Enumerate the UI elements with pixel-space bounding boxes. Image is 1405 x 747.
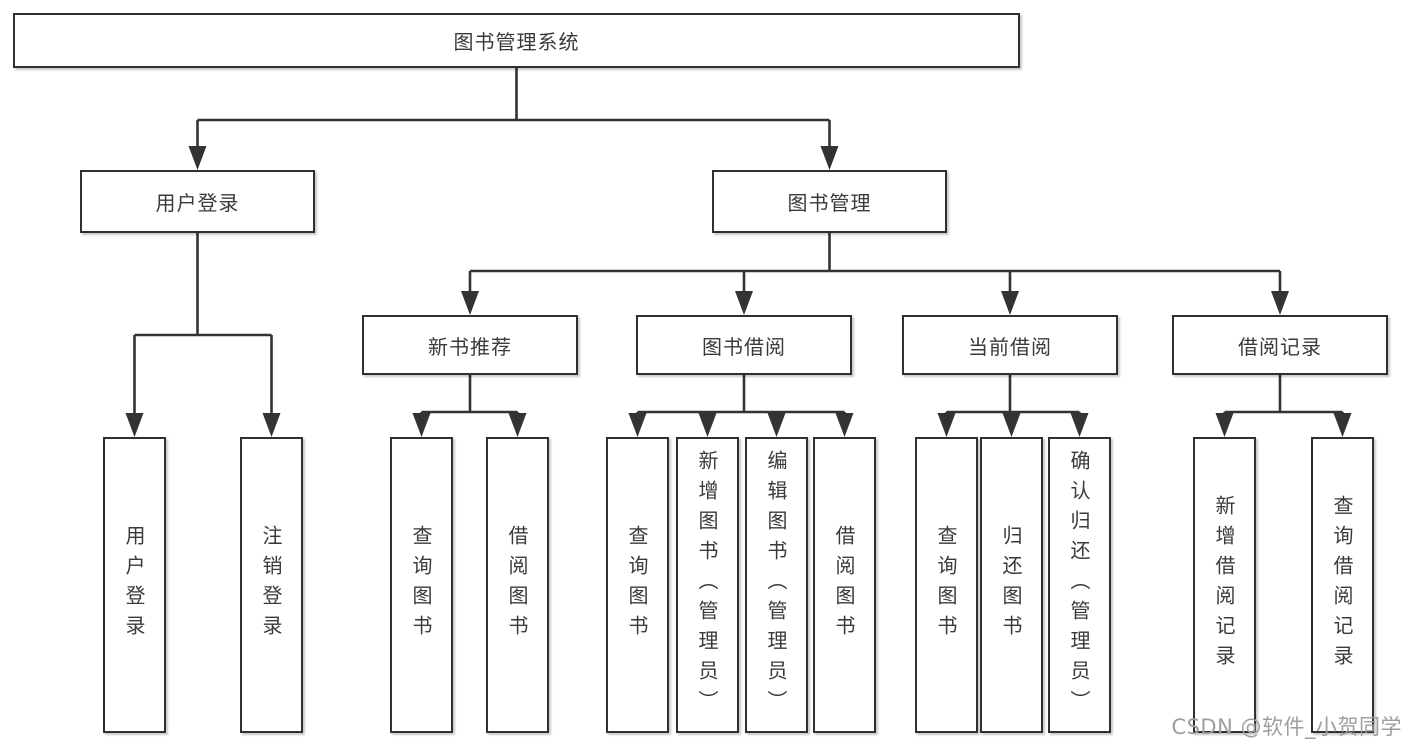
arrow-down-icon: [820, 146, 839, 170]
leaf-query-books-1: 查询图书: [390, 437, 453, 733]
arrow-down-icon: [767, 413, 786, 437]
leaf-add-book-admin: 新增图书（管理员）: [676, 437, 739, 733]
leaf-label: 新增借阅记录: [1212, 495, 1236, 675]
leaf-query-books-2: 查询图书: [606, 437, 669, 733]
arrow-down-icon: [1001, 291, 1019, 315]
leaf-query-borrow-record: 查询借阅记录: [1311, 437, 1374, 733]
arrow-down-icon: [508, 413, 527, 437]
leaf-label: 借阅图书: [832, 525, 856, 645]
leaf-borrow-books-2: 借阅图书: [813, 437, 876, 733]
connector-root-to-level2: [196, 68, 831, 150]
arrow-down-icon: [1215, 413, 1234, 437]
connector-newbook-to-leaves: [420, 375, 519, 420]
leaf-add-borrow-record: 新增借阅记录: [1193, 437, 1256, 733]
node-new-book-recommendation: 新书推荐: [362, 315, 578, 375]
arrow-down-icon: [1002, 413, 1021, 437]
connector-bookmgmt-to-level3: [468, 233, 1282, 295]
node-label: 图书管理系统: [453, 30, 580, 54]
leaf-borrow-books-1: 借阅图书: [486, 437, 549, 733]
arrow-down-icon: [1333, 413, 1352, 437]
node-label: 借阅记录: [1238, 334, 1322, 359]
arrow-down-icon: [1271, 291, 1289, 315]
connector-userlogin-to-leaves: [133, 233, 273, 419]
leaf-label: 查询图书: [934, 525, 958, 645]
node-label: 图书借阅: [702, 334, 786, 359]
connector-lines: [133, 68, 1344, 420]
node-library-management-system: 图书管理系统: [13, 13, 1020, 68]
arrow-down-icon: [628, 413, 647, 437]
arrowheads: [125, 146, 1352, 437]
leaf-label: 注销登录: [259, 525, 283, 645]
node-borrowing-records: 借阅记录: [1172, 315, 1388, 375]
leaf-logout: 注销登录: [240, 437, 303, 733]
node-label: 用户登录: [155, 191, 240, 215]
arrow-down-icon: [937, 413, 956, 437]
leaf-label: 归还图书: [999, 525, 1023, 645]
leaf-label: 查询图书: [409, 525, 433, 645]
leaf-edit-book-admin: 编辑图书（管理员）: [745, 437, 808, 733]
leaf-label: 新增图书（管理员）: [695, 450, 719, 720]
arrow-down-icon: [1070, 413, 1089, 437]
node-book-borrowing: 图书借阅: [636, 315, 852, 375]
leaf-label: 借阅图书: [505, 525, 529, 645]
arrow-down-icon: [262, 413, 281, 437]
node-current-borrowing: 当前借阅: [902, 315, 1118, 375]
arrow-down-icon: [412, 413, 431, 437]
leaf-confirm-return-admin: 确认归还（管理员）: [1048, 437, 1111, 733]
node-book-management: 图书管理: [712, 170, 947, 233]
watermark: CSDN @软件_小贺同学: [1171, 715, 1402, 739]
leaf-label: 查询借阅记录: [1330, 495, 1354, 675]
node-label: 当前借阅: [968, 334, 1052, 359]
leaf-label: 用户登录: [122, 525, 146, 645]
leaf-user-login: 用户登录: [103, 437, 166, 733]
node-user-login: 用户登录: [80, 170, 315, 233]
arrow-down-icon: [461, 291, 479, 315]
arrow-down-icon: [835, 413, 854, 437]
leaf-return-book: 归还图书: [980, 437, 1043, 733]
leaf-label: 确认归还（管理员）: [1067, 450, 1091, 720]
arrow-down-icon: [188, 146, 207, 170]
node-label: 新书推荐: [428, 334, 512, 359]
leaf-query-books-3: 查询图书: [915, 437, 978, 733]
leaf-label: 查询图书: [625, 525, 649, 645]
arrow-down-icon: [735, 291, 753, 315]
arrow-down-icon: [698, 413, 717, 437]
arrow-down-icon: [125, 413, 144, 437]
node-label: 图书管理: [787, 191, 872, 215]
leaf-label: 编辑图书（管理员）: [764, 450, 788, 720]
connector-bookborrow-to-leaves: [636, 375, 846, 420]
connector-borrowrecord-to-leaves: [1223, 375, 1344, 420]
